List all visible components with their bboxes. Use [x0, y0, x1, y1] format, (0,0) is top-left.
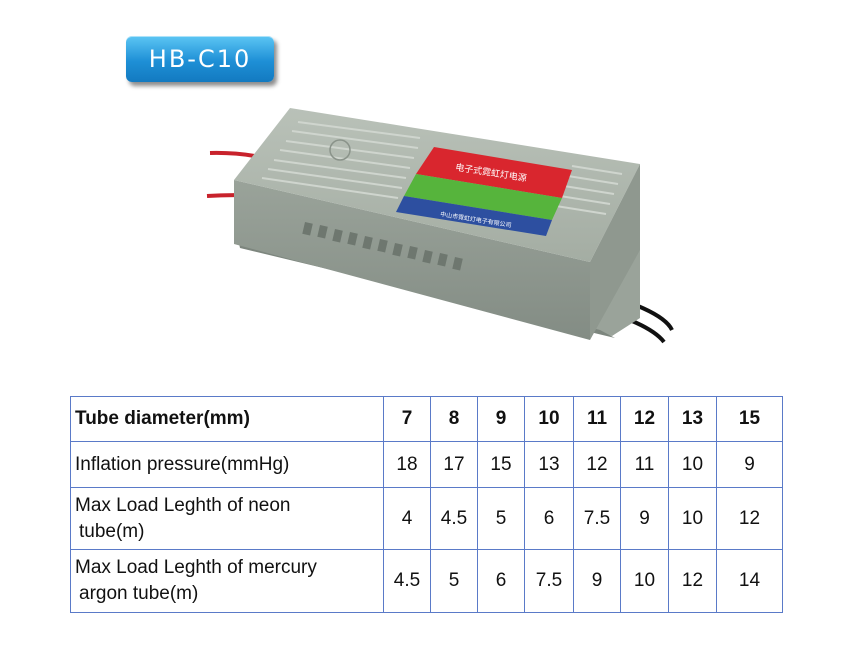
embossed-marking	[302, 221, 463, 271]
diameter-cell: 7	[383, 396, 431, 442]
table-cell: 17	[430, 441, 478, 488]
row-label: Max Load Leghth of mercury argon tube(m)	[70, 549, 384, 613]
table-cell: 12	[716, 487, 783, 550]
power-supply-image: 电子式霓虹灯电源 中山市霓虹灯电子有限公司	[206, 108, 674, 344]
table-cell: 6	[524, 487, 574, 550]
table-cell: 9	[573, 549, 621, 613]
table-cell: 9	[716, 441, 783, 488]
table-row: Max Load Leghth of mercury argon tube(m)…	[70, 549, 783, 613]
header-label: Tube diameter(mm)	[70, 396, 384, 442]
table-cell: 13	[524, 441, 574, 488]
table-cell: 4.5	[430, 487, 478, 550]
row-label-line: Max Load Leghth of neon	[75, 494, 291, 516]
diameter-cell: 10	[524, 396, 574, 442]
table-cell: 10	[668, 487, 717, 550]
table-cell: 4.5	[383, 549, 431, 613]
table-cell: 11	[620, 441, 669, 488]
diameter-cell: 13	[668, 396, 717, 442]
table-header-row: Tube diameter(mm) 7 8 9 10 11 12 13 15	[70, 396, 783, 442]
product-label-sticker: 电子式霓虹灯电源 中山市霓虹灯电子有限公司	[396, 147, 572, 236]
brand-logo-icon	[329, 139, 351, 161]
table-cell: 12	[668, 549, 717, 613]
table-cell: 10	[668, 441, 717, 488]
table-cell: 15	[477, 441, 525, 488]
row-label-line: tube(m)	[79, 520, 145, 542]
table-cell: 7.5	[524, 549, 574, 613]
row-label: Inflation pressure(mmHg)	[70, 441, 384, 488]
model-badge-label: HB-C10	[148, 45, 252, 73]
table-cell: 7.5	[573, 487, 621, 550]
diameter-cell: 11	[573, 396, 621, 442]
diameter-cell: 8	[430, 396, 478, 442]
diameter-cell: 12	[620, 396, 669, 442]
table-row: Inflation pressure(mmHg) 18 17 15 13 12 …	[70, 441, 783, 488]
casing-side	[590, 164, 640, 340]
table-cell: 12	[573, 441, 621, 488]
table-cell: 9	[620, 487, 669, 550]
table-cell: 4	[383, 487, 431, 550]
table-row: Max Load Leghth of neon tube(m) 4 4.5 5 …	[70, 487, 783, 550]
table-cell: 14	[716, 549, 783, 613]
row-label: Max Load Leghth of neon tube(m)	[70, 487, 384, 550]
row-label-line: argon tube(m)	[79, 583, 199, 604]
table-cell: 5	[477, 487, 525, 550]
table-cell: 6	[477, 549, 525, 613]
spec-table: Tube diameter(mm) 7 8 9 10 11 12 13 15 I…	[70, 396, 783, 613]
table-cell: 18	[383, 441, 431, 488]
table-cell: 10	[620, 549, 669, 613]
diameter-cell: 15	[716, 396, 783, 442]
casing-front	[234, 180, 590, 340]
diameter-cell: 9	[477, 396, 525, 442]
table-cell: 5	[430, 549, 478, 613]
row-label-line: Max Load Leghth of mercury	[75, 557, 317, 578]
model-badge: HB-C10	[126, 36, 274, 82]
